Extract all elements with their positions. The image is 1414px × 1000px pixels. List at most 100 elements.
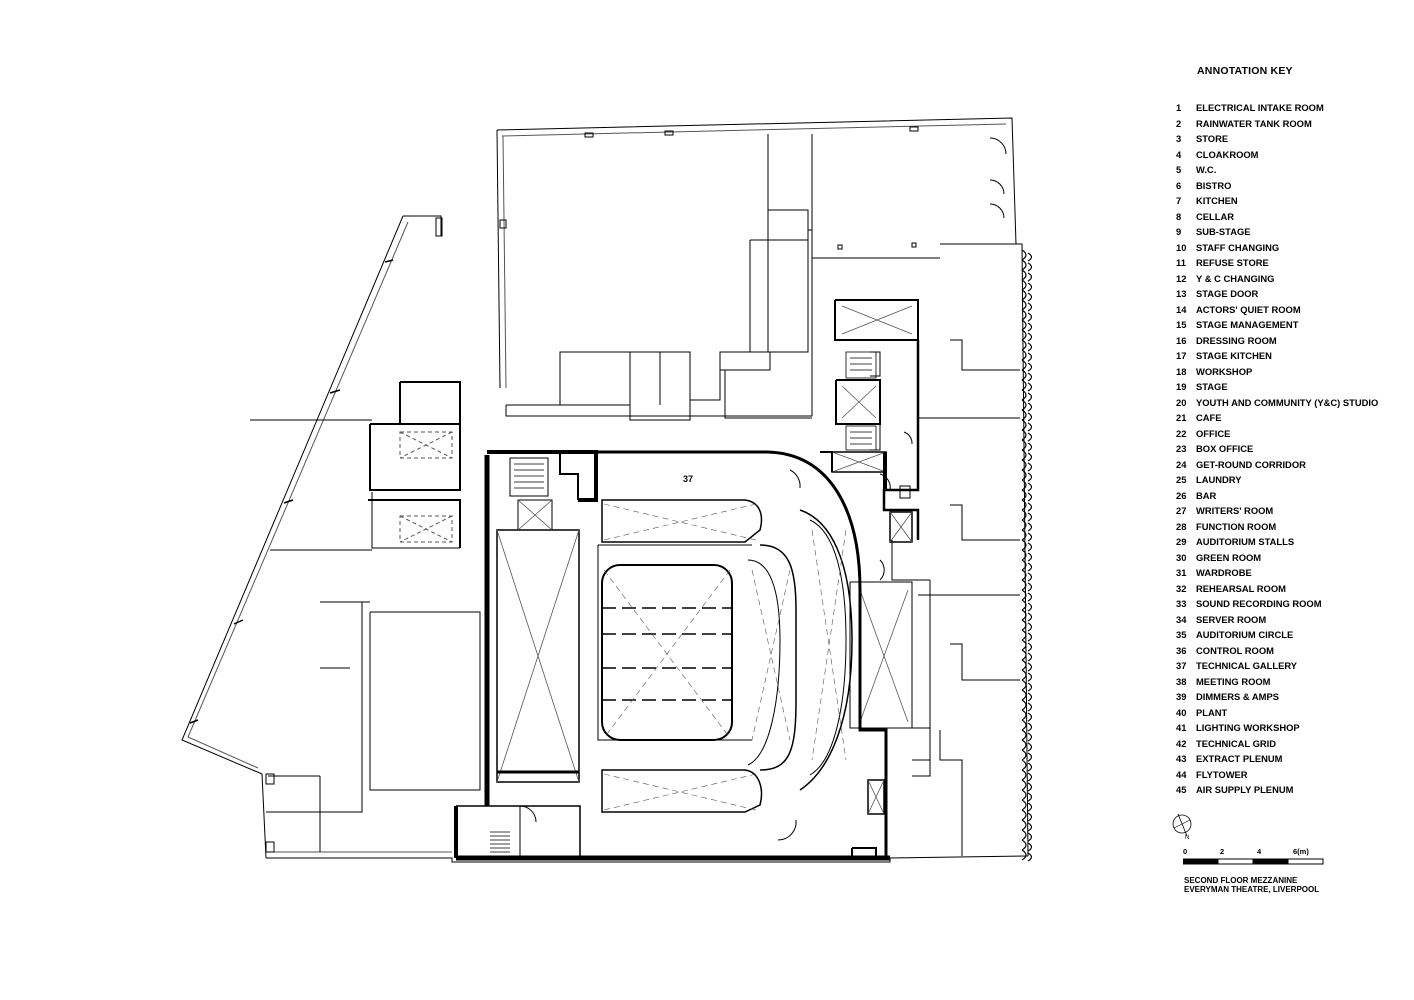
annotation-key-label: SOUND RECORDING ROOM: [1196, 598, 1322, 609]
annotation-key-label: STAFF CHANGING: [1196, 241, 1280, 253]
scale-bar: [1183, 858, 1324, 865]
annotation-key-number: 17: [1176, 350, 1187, 361]
annotation-key-number: 35: [1176, 629, 1187, 640]
annotation-key-number: 1: [1176, 102, 1182, 113]
annotation-key-label: CAFE: [1196, 412, 1222, 423]
scale-labels: 0 2 4 6(m): [1183, 847, 1323, 859]
annotation-key-label: TECHNICAL GRID: [1196, 737, 1277, 749]
annotation-key-number: 36: [1176, 644, 1187, 656]
annotation-key-number: 21: [1176, 412, 1187, 423]
annotation-key-number: 33: [1176, 598, 1187, 609]
annotation-key-label: CONTROL ROOM: [1196, 644, 1274, 656]
annotation-key-item: 32 REHEARSAL ROOM: [1176, 581, 1378, 597]
annotation-key-item: 27 WRITERS' ROOM: [1176, 503, 1378, 519]
annotation-key-number: 12: [1176, 272, 1187, 284]
annotation-key-label: REHEARSAL ROOM: [1196, 582, 1286, 594]
annotation-key-number: 24: [1176, 458, 1187, 470]
annotation-key-item: 30 GREEN ROOM: [1176, 550, 1378, 566]
annotation-key-number: 18: [1176, 365, 1187, 377]
annotation-key-number: 2: [1176, 117, 1182, 129]
annotation-key-number: 39: [1176, 691, 1187, 702]
annotation-key-item: 2 RAINWATER TANK ROOM: [1176, 116, 1378, 132]
annotation-key-label: Y & C CHANGING: [1196, 272, 1275, 284]
annotation-key-label: BISTRO: [1196, 179, 1232, 191]
annotation-key-item: 6 BISTRO: [1176, 178, 1378, 194]
annotation-key-number: 13: [1176, 288, 1187, 299]
annotation-key-number: 42: [1176, 737, 1187, 749]
annotation-key-item: 24 GET-ROUND CORRIDOR: [1176, 457, 1378, 473]
west-facade-angle: [181, 215, 404, 859]
annotation-key-number: 38: [1176, 675, 1187, 687]
annotation-key-item: 36 CONTROL ROOM: [1176, 643, 1378, 659]
annotation-key-label: EXTRACT PLENUM: [1196, 753, 1283, 764]
annotation-key-label: GREEN ROOM: [1196, 551, 1262, 563]
annotation-key-label: DRESSING ROOM: [1196, 334, 1277, 346]
annotation-key-item: 16 DRESSING ROOM: [1176, 333, 1378, 349]
annotation-key-label: BOX OFFICE: [1196, 443, 1254, 454]
south-facade: [266, 855, 1029, 863]
annotation-key-number: 25: [1176, 474, 1187, 485]
annotation-key-number: 7: [1176, 195, 1182, 206]
annotation-key-label: WRITERS' ROOM: [1196, 505, 1274, 516]
annotation-key-label: LAUNDRY: [1196, 474, 1242, 485]
west-facade: [403, 215, 442, 236]
annotation-key-number: 43: [1176, 753, 1187, 764]
annotation-key-item: 33 SOUND RECORDING ROOM: [1176, 596, 1378, 612]
annotation-key-number: 26: [1176, 489, 1187, 501]
annotation-key-number: 34: [1176, 613, 1187, 625]
annotation-key-label: GET-ROUND CORRIDOR: [1196, 458, 1306, 470]
annotation-key-number: 4: [1176, 148, 1182, 160]
annotation-key-number: 16: [1176, 334, 1187, 346]
annotation-key-number: 9: [1176, 226, 1182, 237]
room-label-technical-gallery: 37: [683, 474, 694, 484]
caption-line-1: SECOND FLOOR MEZZANINE: [1184, 876, 1298, 885]
annotation-key-label: RAINWATER TANK ROOM: [1196, 117, 1312, 129]
auditorium-seating: [597, 499, 853, 813]
annotation-key-label: YOUTH AND COMMUNITY (Y&C) STUDIO: [1196, 396, 1379, 408]
annotation-key-label: CELLAR: [1196, 210, 1235, 222]
annotation-key-label: CLOAKROOM: [1196, 148, 1259, 160]
annotation-key-label: TECHNICAL GALLERY: [1196, 660, 1298, 671]
east-facade: [940, 243, 1029, 857]
annotation-key-label: AIR SUPPLY PLENUM: [1196, 784, 1294, 795]
annotation-key-label: ACTORS' QUIET ROOM: [1196, 303, 1301, 315]
annotation-key-label: STORE: [1196, 133, 1229, 144]
floor-plan: [181, 117, 1033, 863]
annotation-key-label: STAGE MANAGEMENT: [1196, 319, 1299, 330]
annotation-key-label: WORKSHOP: [1196, 365, 1253, 377]
annotation-key-item: 25 LAUNDRY: [1176, 472, 1378, 488]
annotation-key-label: STAGE KITCHEN: [1196, 350, 1272, 361]
north-facade: [496, 117, 1017, 245]
annotation-key-number: 44: [1176, 768, 1187, 780]
annotation-key-number: 6: [1176, 179, 1182, 191]
annotation-key-item: 4 CLOAKROOM: [1176, 147, 1378, 163]
annotation-key-number: 5: [1176, 164, 1182, 175]
annotation-key-number: 32: [1176, 582, 1187, 594]
annotation-key-number: 37: [1176, 660, 1187, 671]
annotation-key-number: 30: [1176, 551, 1187, 563]
annotation-key-label: WARDROBE: [1196, 567, 1252, 578]
annotation-key-number: 27: [1176, 505, 1187, 516]
annotation-key-item: 17 STAGE KITCHEN: [1176, 348, 1378, 364]
drawing-caption: SECOND FLOOR MEZZANINE EVERYMAN THEATRE,…: [1184, 876, 1319, 894]
caption-line-2: EVERYMAN THEATRE, LIVERPOOL: [1184, 885, 1320, 894]
annotation-key-label: LIGHTING WORKSHOP: [1196, 722, 1300, 733]
